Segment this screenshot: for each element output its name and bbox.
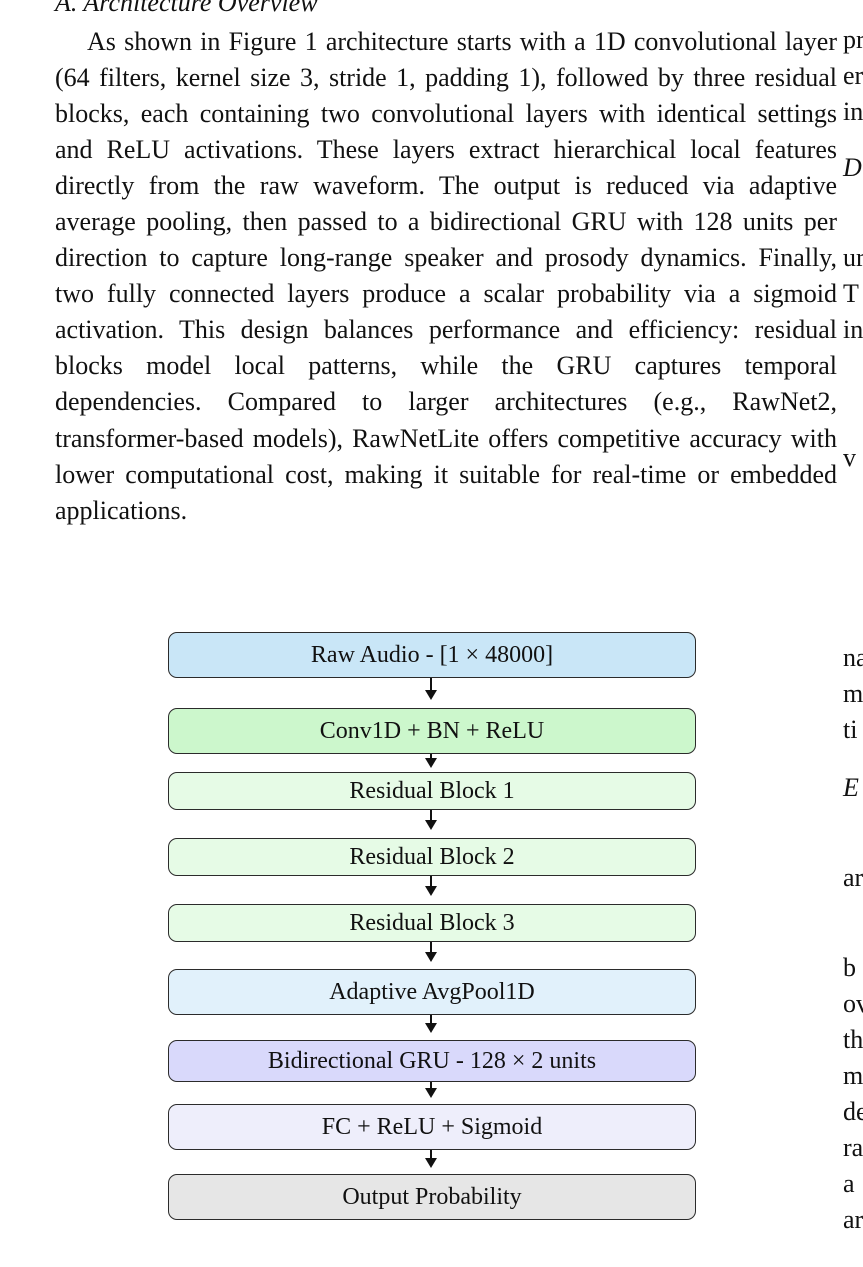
- right-column-fragments: pr er in D ur T in v na m ti E ar b ov t…: [843, 0, 863, 1250]
- fragment: ti: [843, 715, 858, 744]
- fragment: m: [843, 679, 863, 708]
- flow-arrow: [425, 678, 437, 700]
- fc-relu-sigmoid-block: FC + ReLU + Sigmoid: [168, 1104, 696, 1150]
- fragment: in: [843, 315, 863, 344]
- flow-arrow: [425, 810, 437, 830]
- fragment: m: [843, 1061, 863, 1090]
- fragment: D: [843, 153, 862, 182]
- body-text-column: As shown in Figure 1 architecture starts…: [55, 24, 837, 529]
- fragment: ur: [843, 243, 863, 272]
- fragment: in: [843, 97, 863, 126]
- flow-arrow: [425, 1015, 437, 1033]
- conv1d-block: Conv1D + BN + ReLU: [168, 708, 696, 754]
- fragment: ar: [843, 863, 863, 892]
- fragment: ra: [843, 1133, 863, 1162]
- fragment: na: [843, 643, 863, 672]
- fragment: de: [843, 1097, 863, 1126]
- fragment: ov: [843, 989, 863, 1018]
- fragment: ar: [843, 1205, 863, 1234]
- fragment: E: [843, 773, 859, 802]
- flow-arrow: [425, 876, 437, 896]
- adaptive-avgpool-block: Adaptive AvgPool1D: [168, 969, 696, 1015]
- fragment: er: [843, 61, 863, 90]
- fragment: T: [843, 279, 859, 308]
- section-heading: A. Architecture Overview: [55, 0, 318, 17]
- architecture-diagram: Raw Audio - [1 × 48000] Conv1D + BN + Re…: [168, 632, 696, 1267]
- fragment: v: [843, 443, 856, 472]
- fragment: th: [843, 1025, 863, 1054]
- fragment: a: [843, 1169, 855, 1198]
- raw-audio-block: Raw Audio - [1 × 48000]: [168, 632, 696, 678]
- architecture-paragraph: As shown in Figure 1 architecture starts…: [55, 27, 837, 525]
- residual-block-2: Residual Block 2: [168, 838, 696, 876]
- residual-block-3: Residual Block 3: [168, 904, 696, 942]
- bidirectional-gru-block: Bidirectional GRU - 128 × 2 units: [168, 1040, 696, 1082]
- flow-arrow: [425, 754, 437, 768]
- output-probability-block: Output Probability: [168, 1174, 696, 1220]
- flow-arrow: [425, 1150, 437, 1168]
- flow-arrow: [425, 1082, 437, 1098]
- fragment: pr: [843, 25, 863, 54]
- fragment: b: [843, 953, 856, 982]
- flow-arrow: [425, 942, 437, 962]
- residual-block-1: Residual Block 1: [168, 772, 696, 810]
